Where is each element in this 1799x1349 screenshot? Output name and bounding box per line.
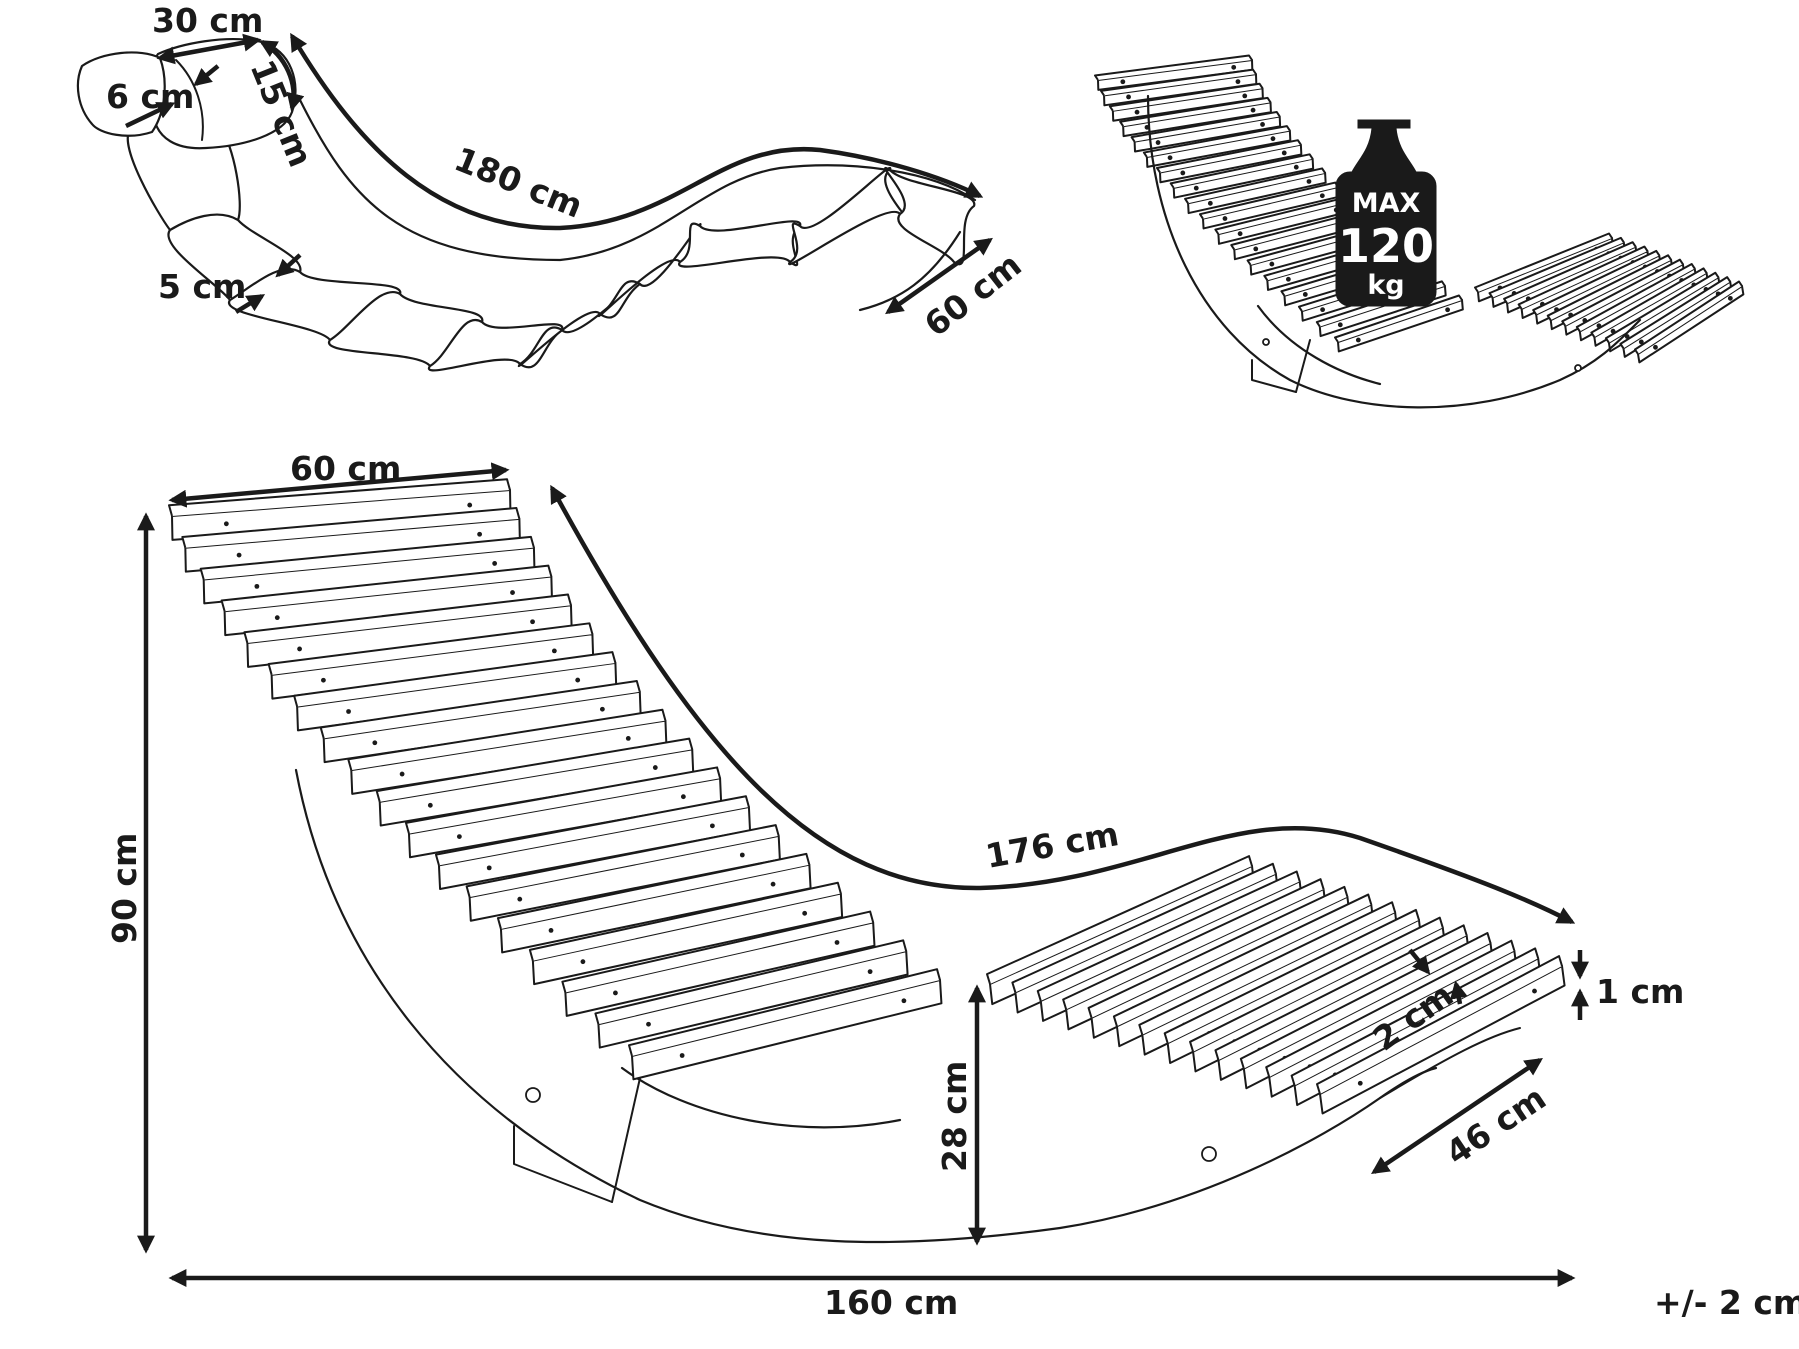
- small-seat-slat: [1619, 276, 1733, 358]
- small-seat-slat: [1634, 280, 1745, 364]
- width-label: 60 cm: [290, 449, 401, 488]
- backrest-slat: [628, 968, 943, 1081]
- main-lounger-slats: [168, 478, 1566, 1115]
- backrest-slat: [594, 939, 909, 1049]
- cushion-headrest-width-label: 30 cm: [152, 1, 263, 40]
- cushion-headrest-depth-label: 6 cm: [106, 77, 194, 116]
- headrest-pillow: [76, 38, 297, 150]
- slat-thickness-arrow-up: [1449, 980, 1468, 1005]
- main-view: 60 cm 90 cm 176 cm 28 cm 2 cm 1 cm 46 cm…: [105, 449, 1799, 1322]
- seat-height-label: 28 cm: [935, 1061, 974, 1172]
- cushion-thickness-label: 5 cm: [158, 267, 246, 306]
- cushion-pad: [788, 166, 906, 266]
- surface-length-label: 176 cm: [983, 814, 1122, 876]
- height-label: 90 cm: [105, 833, 144, 944]
- width-arrow: [168, 462, 510, 508]
- max-weight-line2: 120: [1338, 219, 1434, 273]
- tolerance-label: +/- 2 cm: [1654, 1283, 1799, 1322]
- cushion-pads: [126, 118, 976, 372]
- frame-bolt-left: [525, 1087, 541, 1103]
- small-backrest-slat: [1169, 153, 1315, 199]
- small-backrest-slat: [1155, 139, 1303, 184]
- load-view: MAX 120 kg: [1094, 54, 1745, 409]
- foot-width-arrow: [1371, 1057, 1543, 1175]
- cushion-width-label: 60 cm: [917, 245, 1029, 344]
- backrest-slat: [199, 535, 536, 605]
- surface-length-arrow: [550, 484, 1576, 924]
- max-weight-line1: MAX: [1352, 188, 1421, 219]
- cushion-pad: [884, 166, 976, 266]
- small-backrest-slat: [1142, 125, 1292, 168]
- backrest-slat: [561, 910, 876, 1017]
- rocker-frame: [294, 768, 1438, 1244]
- slat-thickness-arrow-down: [1408, 948, 1431, 975]
- cushion-pad: [597, 222, 702, 318]
- overall-length-label: 160 cm: [824, 1283, 958, 1322]
- max-weight-icon: MAX 120 kg: [1335, 119, 1437, 307]
- small-backrest-slat: [1334, 294, 1464, 353]
- rocker-gap-label: 1 cm: [1596, 972, 1684, 1011]
- max-weight-line3: kg: [1367, 270, 1404, 301]
- cushion-view: 30 cm 6 cm 15 cm 180 cm 5 cm 60 cm: [76, 1, 1029, 372]
- cushion-pad: [678, 220, 802, 268]
- frame-bolt-right: [1201, 1146, 1217, 1162]
- small-backrest-slat: [1184, 167, 1327, 215]
- backrest-slat: [181, 507, 521, 573]
